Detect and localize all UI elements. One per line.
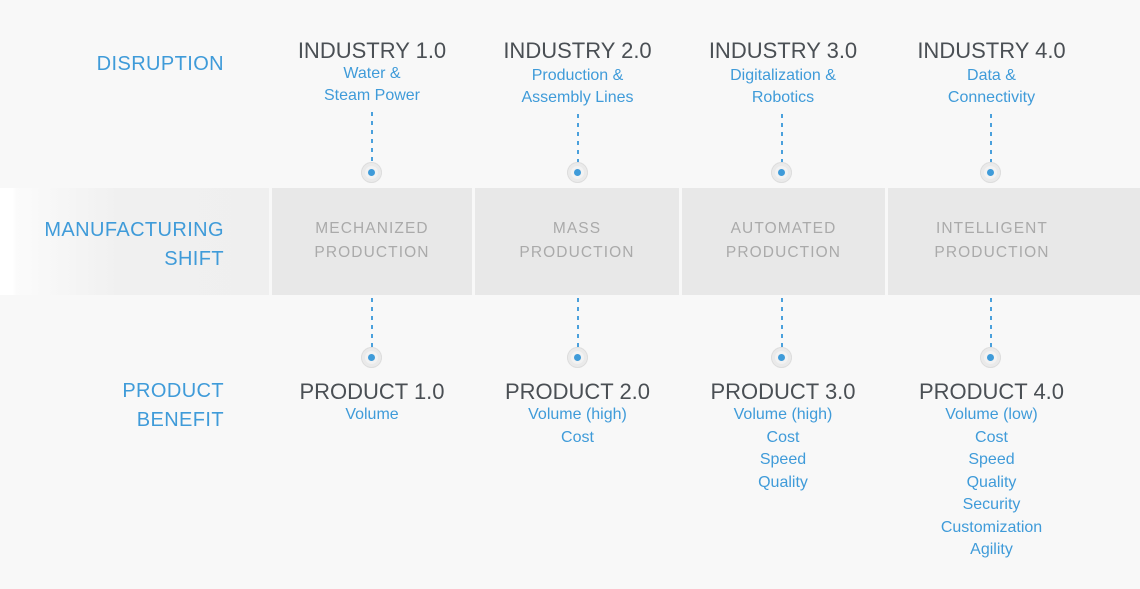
node-upper-1 [361,162,382,183]
industry-subtitle-1: Water & Steam Power [272,63,472,107]
connector-lower-1 [371,298,373,348]
industry-subtitle-1-line1: Water & [343,65,401,82]
node-lower-1 [361,347,382,368]
product-title-1-text: PRODUCT 1.0 [299,379,445,404]
benefit-item: Volume (low) [945,406,1038,423]
benefit-item: Agility [970,541,1013,558]
industry-subtitle-2-line1: Production & [531,67,624,84]
band-cell-4-text: INTELLIGENT PRODUCTION [888,217,1096,265]
product-title-4: PRODUCT 4.0 [888,378,1095,406]
connector-upper-3 [781,114,783,163]
product-title-2-text: PRODUCT 2.0 [504,379,651,404]
band-cell-4-line2: PRODUCTION [934,244,1050,261]
product-title-2: PRODUCT 2.0 [475,378,680,406]
node-lower-4 [980,347,1001,368]
industry-title-4: INDUSTRY 4.0 [888,37,1095,65]
row-label-product-line2: BENEFIT [136,409,224,431]
product-title-1: PRODUCT 1.0 [272,378,472,406]
node-lower-2 [567,347,588,368]
band-cell-4[interactable]: INTELLIGENT PRODUCTION [888,188,1140,295]
band-cell-2-text: MASS PRODUCTION [475,217,679,265]
node-upper-2 [567,162,588,183]
benefit-item: Cost [766,428,800,446]
connector-lower-4 [990,298,992,348]
industry-subtitle-3-line1: Digitalization & [730,67,836,84]
connector-upper-4 [990,114,992,163]
band-cell-3-line1: AUTOMATED [730,220,837,237]
benefit-item: Cost [561,428,594,446]
product-title-3-text: PRODUCT 3.0 [710,379,856,404]
band-cell-2-line2: PRODUCTION [519,244,635,261]
node-lower-3 [771,347,792,368]
benefit-item: Volume (high) [733,406,833,423]
product-benefits-1: Volume [272,404,472,427]
industry-title-1-text: INDUSTRY 1.0 [297,38,447,63]
benefit-item: Cost [975,428,1008,446]
benefit-item: Security [962,496,1021,513]
benefit-item: Quality [758,473,808,491]
benefit-item: Volume (high) [528,406,627,423]
row-label-manufacturing-line1: MANUFACTURING [44,219,224,241]
industry-title-2-text: INDUSTRY 2.0 [503,38,652,63]
product-benefits-4: Volume (low) Cost Speed Quality Security… [888,404,1095,562]
band-cell-4-line1: INTELLIGENT [935,220,1048,237]
row-label-product-benefit: PRODUCT BENEFIT [0,377,224,435]
industry-title-2: INDUSTRY 2.0 [475,37,680,65]
band-cell-1-text: MECHANIZED PRODUCTION [272,217,472,265]
industry-subtitle-2: Production & Assembly Lines [475,65,680,109]
benefit-item: Speed [968,451,1015,468]
band-cell-1[interactable]: MECHANIZED PRODUCTION [272,188,472,295]
connector-upper-1 [371,112,373,163]
industry-subtitle-4-line1: Data & [967,67,1016,84]
industry-title-3-text: INDUSTRY 3.0 [708,38,858,63]
benefit-item: Customization [940,518,1043,536]
benefit-item: Quality [966,473,1017,491]
industry-subtitle-1-line2: Steam Power [323,87,421,104]
industry-title-1: INDUSTRY 1.0 [272,37,472,65]
industry-title-4-text: INDUSTRY 4.0 [917,38,1066,63]
band-cell-1-line1: MECHANIZED [315,220,429,237]
row-label-disruption-text: DISRUPTION [96,53,224,75]
industry-title-3: INDUSTRY 3.0 [681,37,885,65]
product-title-4-text: PRODUCT 4.0 [918,379,1065,404]
band-cell-3[interactable]: AUTOMATED PRODUCTION [682,188,885,295]
band-cell-3-line2: PRODUCTION [725,244,842,261]
band-cell-2[interactable]: MASS PRODUCTION [475,188,679,295]
industry-subtitle-3-line2: Robotics [751,89,815,106]
band-cell-1-line2: PRODUCTION [314,244,430,261]
row-label-product-line1: PRODUCT [122,380,224,402]
benefit-item: Volume [345,406,399,423]
manufacturing-shift-band: MECHANIZED PRODUCTION MASS PRODUCTION AU… [0,188,1140,295]
product-benefits-3: Volume (high) Cost Speed Quality [681,404,885,494]
band-cell-3-text: AUTOMATED PRODUCTION [682,217,885,265]
row-label-manufacturing-shift: MANUFACTURING SHIFT [0,216,224,274]
industry-subtitle-2-line2: Assembly Lines [521,89,634,106]
row-label-disruption: DISRUPTION [0,50,224,79]
node-upper-4 [980,162,1001,183]
product-title-3: PRODUCT 3.0 [681,378,885,406]
connector-upper-2 [577,114,579,163]
connector-lower-2 [577,298,579,348]
node-upper-3 [771,162,792,183]
band-cell-2-line1: MASS [552,220,602,237]
product-benefits-2: Volume (high) Cost [475,404,680,449]
band-label-panel [0,188,269,295]
benefit-item: Speed [759,451,807,468]
row-label-manufacturing-line2: SHIFT [164,248,224,270]
industry-subtitle-4: Data & Connectivity [888,65,1095,109]
connector-lower-3 [781,298,783,348]
industry-subtitle-3: Digitalization & Robotics [681,65,885,109]
industry-subtitle-4-line2: Connectivity [947,89,1036,106]
